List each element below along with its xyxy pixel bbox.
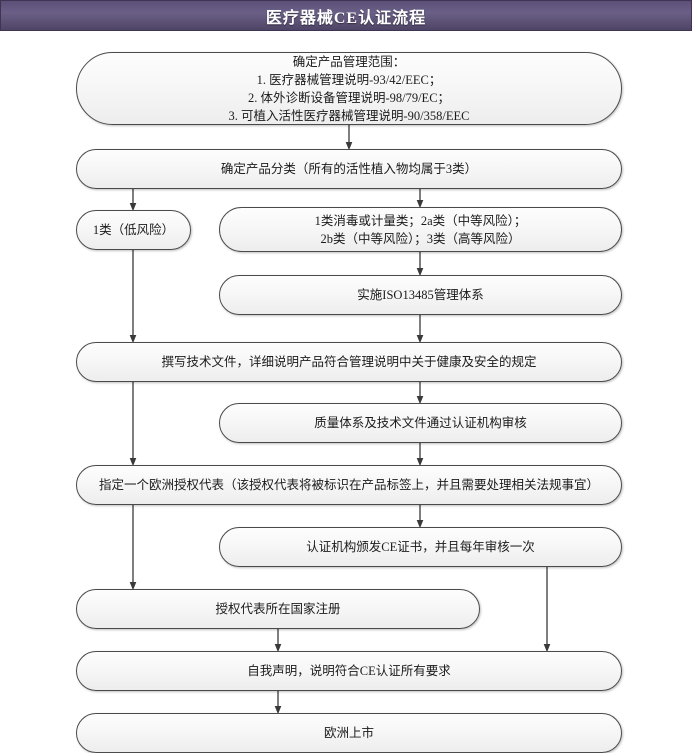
flow-node-authorised-representative[interactable]: 指定一个欧洲授权代表（该授权代表将被标识在产品标签上，并且需要处理相关法规事宜） xyxy=(76,465,622,505)
flow-node-country-registration[interactable]: 授权代表所在国家注册 xyxy=(76,589,480,629)
flow-connectors xyxy=(129,125,551,715)
page-title: 医疗器械CE认证流程 xyxy=(265,9,427,27)
flow-node-self-declaration[interactable]: 自我声明，说明符合CE认证所有要求 xyxy=(76,651,622,691)
flow-node-ce-certificate[interactable]: 认证机构颁发CE证书，并且每年审核一次 xyxy=(219,527,622,567)
flow-node-label: 认证机构颁发CE证书，并且每年审核一次 xyxy=(306,540,535,554)
flowchart-canvas: 确定产品管理范围： 1. 医疗器械管理说明-93/42/EEC； 2. 体外诊断… xyxy=(0,31,692,753)
flow-node-label: 欧洲上市 xyxy=(323,726,374,740)
flow-node-label: 确定产品分类（所有的活性植入物均属于3类） xyxy=(220,162,478,176)
flow-node-label: 指定一个欧洲授权代表（该授权代表将被标识在产品标签上，并且需要处理相关法规事宜） xyxy=(98,478,599,492)
flow-node-label: 确定产品管理范围： 1. 医疗器械管理说明-93/42/EEC； 2. 体外诊断… xyxy=(228,54,470,123)
flow-node-product-scope[interactable]: 确定产品管理范围： 1. 医疗器械管理说明-93/42/EEC； 2. 体外诊断… xyxy=(76,52,622,125)
flow-node-technical-file[interactable]: 撰写技术文件，详细说明产品符合管理说明中关于健康及安全的规定 xyxy=(76,342,622,382)
flow-node-notified-body-audit[interactable]: 质量体系及技术文件通过认证机构审核 xyxy=(219,403,622,443)
flow-node-label: 1类（低风险） xyxy=(92,223,175,237)
flow-node-label: 撰写技术文件，详细说明产品符合管理说明中关于健康及安全的规定 xyxy=(161,355,537,369)
flow-node-label: 授权代表所在国家注册 xyxy=(215,602,341,616)
flow-node-iso13485[interactable]: 实施ISO13485管理体系 xyxy=(219,275,622,315)
flow-node-label: 1类消毒或计量类；2a类（中等风险）； 2b类（中等风险）；3类（高等风险） xyxy=(314,213,527,246)
flow-node-label: 实施ISO13485管理体系 xyxy=(357,288,484,302)
flow-node-label: 质量体系及技术文件通过认证机构审核 xyxy=(314,416,527,430)
flow-node-label: 自我声明，说明符合CE认证所有要求 xyxy=(247,664,451,678)
flow-node-product-classification[interactable]: 确定产品分类（所有的活性植入物均属于3类） xyxy=(76,149,622,189)
flow-node-european-market-launch[interactable]: 欧洲上市 xyxy=(76,713,622,753)
flow-node-class1-low-risk[interactable]: 1类（低风险） xyxy=(76,210,191,250)
flow-node-class-2a-2b-3[interactable]: 1类消毒或计量类；2a类（中等风险）； 2b类（中等风险）；3类（高等风险） xyxy=(219,207,622,252)
page-title-bar: 医疗器械CE认证流程 xyxy=(0,0,692,31)
